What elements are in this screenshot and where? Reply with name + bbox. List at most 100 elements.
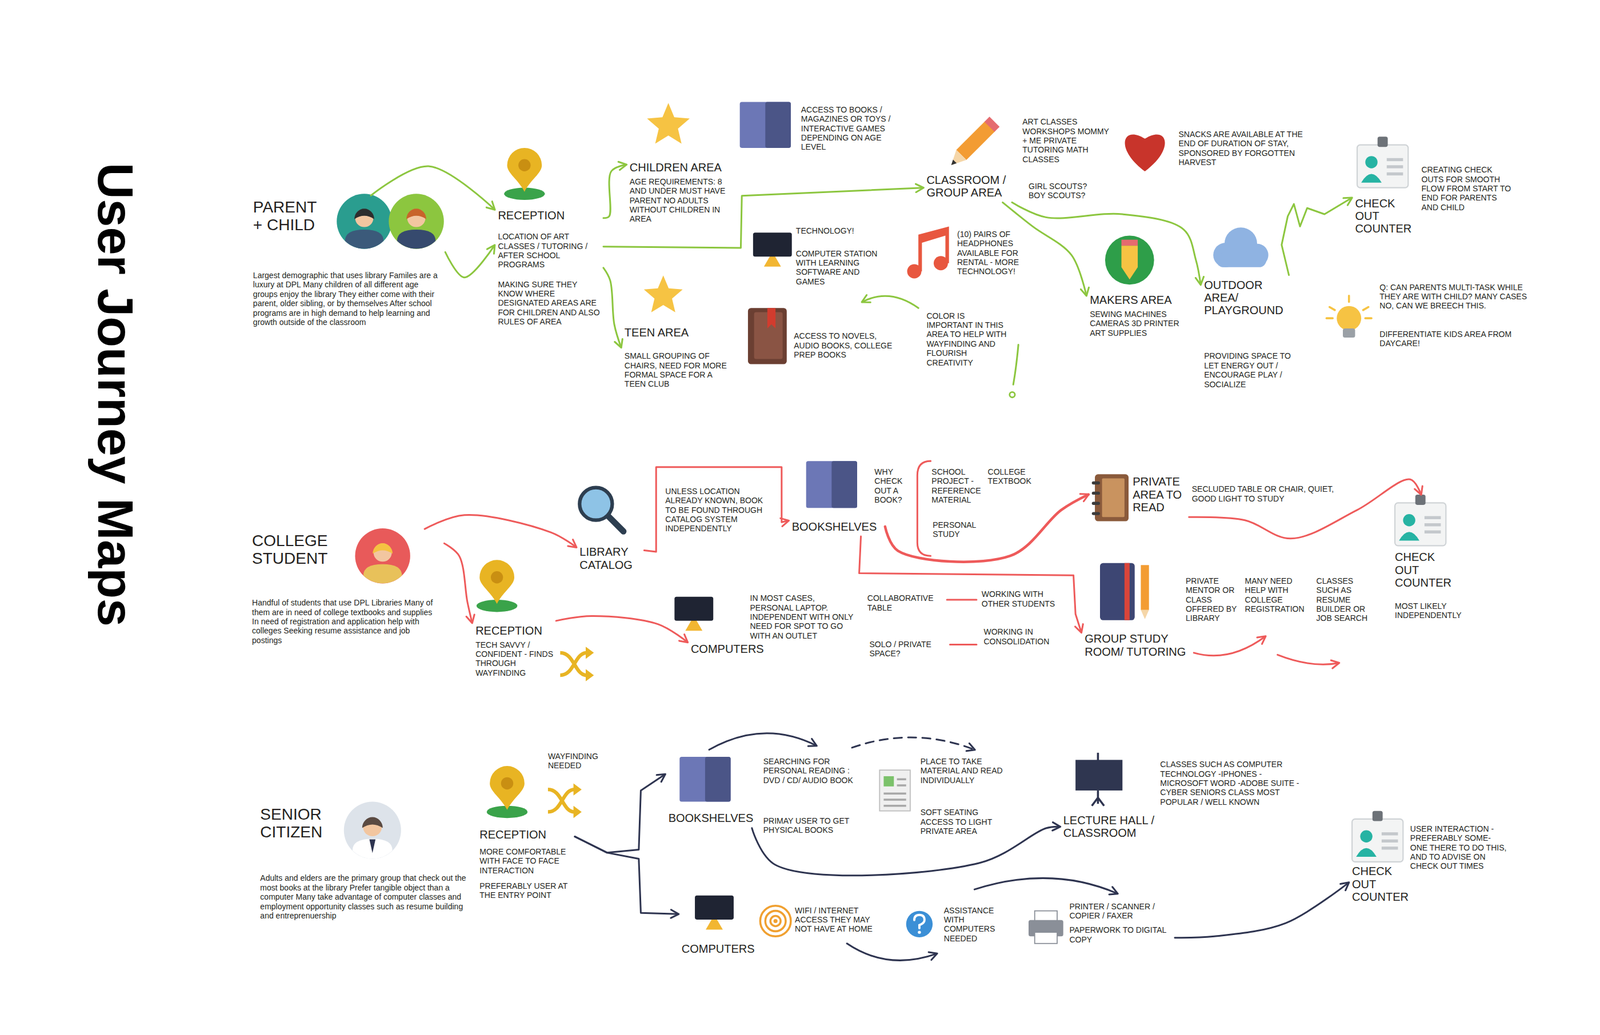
avatar-hair [362, 817, 383, 829]
annotation-note: ACCESS TO BOOKS / MAGAZINES OR TOYS / IN… [801, 105, 904, 152]
flow-arrow [1174, 882, 1349, 938]
star-icon [646, 102, 690, 144]
annotation-note: ART CLASSES WORKSHOPS MOMMY + ME PRIVATE… [1022, 117, 1115, 164]
flow-arrow [885, 494, 1089, 563]
avatar-circle [388, 193, 444, 249]
annotation-note: IN MOST CASES, PERSONAL LAPTOP. INDEPEND… [750, 593, 858, 641]
avatar-body [363, 564, 403, 584]
annotation-note: WORKING WITH OTHER STUDENTS [981, 589, 1064, 609]
lightbulb-ray [1362, 306, 1368, 310]
annotation-note: (10) PAIRS OF HEADPHONES AVAILABLE FOR R… [957, 229, 1031, 277]
annotation-note: CLASSES SUCH AS COMPUTER TECHNOLOGY -IPH… [1160, 760, 1308, 807]
monitor-screen [674, 597, 714, 622]
flow-arrow [444, 543, 472, 623]
annotation-note: SECLUDED TABLE OR CHAIR, QUIET, GOOD LIG… [1192, 484, 1335, 504]
notebook-ring [1092, 492, 1100, 495]
notebook-ring [1092, 502, 1100, 506]
station-note: PROVIDING SPACE TO LET ENERGY OUT / ENCO… [1204, 351, 1302, 390]
journey-station: CHILDREN AREAAGE REQUIREMENTS: 8 AND UND… [626, 157, 736, 228]
study-pencil [1140, 565, 1149, 611]
journey-station: PRIVATE AREA TO READ [1088, 472, 1195, 518]
avatar-body [345, 229, 384, 250]
journey-station: PARENT + CHILDLargest demographic that u… [249, 195, 446, 331]
station-heading: TEEN AREA [624, 326, 732, 339]
annotation-note: SNACKS ARE AVAILABLE AT THE END OF DURAT… [1178, 129, 1317, 168]
note-line [917, 461, 931, 556]
station-note: LOCATION OF ART CLASSES / TUTORING / AFT… [497, 232, 600, 270]
annotation-note: TECHNOLOGY! [796, 226, 888, 236]
note-arrow [1193, 636, 1266, 656]
annotation-note: ASSISTANCE WITH COMPUTERS NEEDED [944, 906, 1004, 944]
pin-dot [518, 159, 531, 172]
notebook-cover [1102, 478, 1125, 518]
shuffle-head [585, 669, 594, 682]
help-icon [906, 911, 933, 938]
journey-station: SENIOR CITIZENAdults and elders are the … [256, 802, 473, 925]
newspaper-line [897, 784, 907, 787]
note-line [949, 644, 976, 646]
monitor-screen [753, 232, 792, 257]
newspaper-line [883, 792, 906, 795]
book-page [705, 757, 731, 803]
pin-dot [490, 571, 503, 584]
flow-arrow [644, 467, 788, 552]
card-line [1381, 840, 1399, 843]
newspaper-line [883, 805, 906, 808]
lecture-screen [1075, 760, 1123, 791]
flow-arrow [370, 166, 495, 210]
lightbulb-icon [1336, 306, 1362, 331]
avatar-body [352, 839, 393, 860]
station-note: Largest demographic that uses library Fa… [253, 270, 442, 327]
pencil-lead [949, 159, 957, 167]
station-heading: LIBRARY CATALOG [579, 545, 641, 572]
annotation-note: PRIMAY USER TO GET PHYSICAL BOOKS [763, 816, 861, 836]
book-page [831, 461, 858, 508]
station-note: Adults and elders are the primary group … [260, 873, 470, 921]
station-note: PAPERWORK TO DIGITAL COPY [1069, 925, 1172, 945]
note-line [1013, 345, 1019, 386]
lightbulb-ray [1365, 317, 1372, 320]
page-title: User Journey Maps [86, 162, 145, 627]
help-dot [917, 930, 921, 934]
flow-arrow [859, 536, 1082, 633]
magnifier-icon [579, 488, 612, 521]
journey-station: PRINTER / SCANNER / COPIER / FAXERPAPERW… [1022, 898, 1175, 948]
printer-paper [1034, 911, 1058, 922]
shuffle-icon [560, 653, 587, 676]
annotation-note: COMPUTER STATION WITH LEARNING SOFTWARE … [796, 249, 888, 287]
card-line [1424, 530, 1442, 534]
icon-group [336, 102, 1446, 962]
station-heading: OUTDOOR AREA/ PLAYGROUND [1204, 278, 1286, 318]
avatar-circle [336, 193, 392, 249]
station-note: PREFERABLY USER AT THE ENTRY POINT [479, 881, 572, 901]
heart-icon [1125, 134, 1166, 172]
newspaper-icon [879, 770, 911, 811]
note-arrow [709, 733, 817, 751]
annotation-note: GIRL SCOUTS? BOY SCOUTS? [1028, 181, 1100, 201]
annotation-note: DIFFERENTIATE KIDS AREA FROM DAYCARE! [1379, 329, 1533, 349]
annotation-note: SOLO / PRIVATE SPACE? [869, 640, 947, 659]
station-heading: GROUP STUDY ROOM/ TUTORING [1084, 632, 1191, 659]
id-card [1394, 502, 1446, 546]
journey-station: GROUP STUDY ROOM/ TUTORING [1081, 629, 1195, 662]
journey-station: OUTDOOR AREA/ PLAYGROUND PROVIDING SPACE … [1200, 275, 1305, 393]
flow-arrow [556, 616, 688, 643]
station-note: TECH SAVVY / CONFIDENT - FINDS THROUGH W… [475, 640, 558, 679]
journey-station: LECTURE HALL / CLASSROOM [1060, 810, 1164, 844]
flow-arrow [574, 837, 679, 915]
station-heading: CHECK OUT COUNTER [1394, 550, 1456, 590]
pencil-tip [946, 149, 967, 170]
annotation-note: ACCESS TO NOVELS, AUDIO BOOKS, COLLEGE P… [793, 331, 896, 360]
station-note: SEWING MACHINES CAMERAS 3D PRINTER ART S… [1089, 309, 1192, 338]
station-heading: COMPUTERS [690, 642, 768, 656]
station-heading: RECEPTION [497, 209, 600, 222]
station-heading: LECTURE HALL / CLASSROOM [1063, 814, 1161, 840]
shuffle-head [573, 806, 582, 819]
flow-arrow [424, 515, 576, 548]
journey-station: COLLEGE STUDENTHandful of students that … [248, 529, 444, 649]
annotation-note: SEARCHING FOR PERSONAL READING : DVD / C… [763, 757, 861, 786]
lightbulb-ray [1326, 317, 1333, 320]
card-line [1424, 523, 1442, 527]
id-card [1352, 819, 1403, 863]
